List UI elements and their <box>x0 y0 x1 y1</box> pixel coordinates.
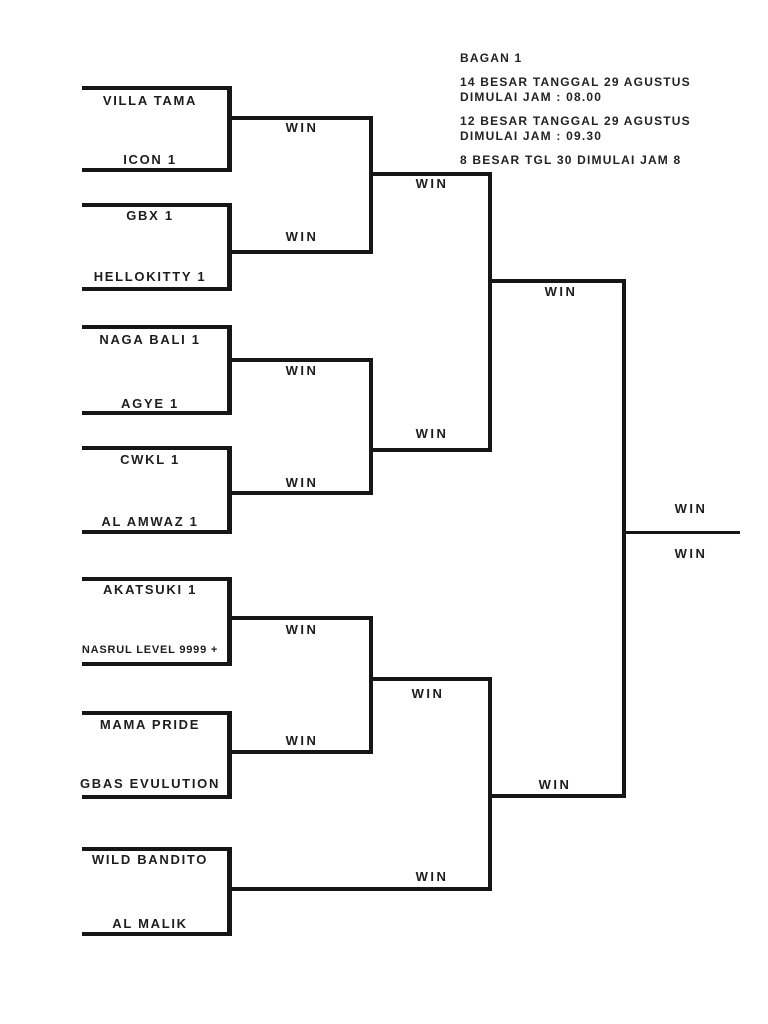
win-label: WIN <box>538 777 572 792</box>
win-label: WIN <box>415 176 449 191</box>
win-label: WIN <box>285 733 319 748</box>
final-vertical <box>622 279 626 798</box>
match4-winner-connector <box>232 491 373 495</box>
match5-bottom-line <box>82 662 230 666</box>
match1-top-line <box>82 86 230 90</box>
round2-vertical-top <box>369 116 373 254</box>
round2-vertical-middle <box>369 358 373 495</box>
team-name: ICON 1 <box>123 152 177 167</box>
win-label: WIN <box>285 363 319 378</box>
match7-right-line <box>227 847 232 936</box>
team-name: WILD BANDITO <box>91 852 209 867</box>
schedule-line: DIMULAI JAM : 09.30 <box>460 129 603 143</box>
match3-bottom-line <box>82 411 230 415</box>
schedule-round-12: 12 BESAR TANGGAL 29 AGUSTUS DIMULAI JAM … <box>460 114 691 144</box>
win-label: WIN <box>285 475 319 490</box>
round2-winner-connector-bottom <box>369 677 492 681</box>
win-label: WIN <box>285 229 319 244</box>
schedule-round-14: 14 BESAR TANGGAL 29 AGUSTUS DIMULAI JAM … <box>460 75 691 105</box>
match1-winner-connector <box>232 116 373 120</box>
win-label: WIN <box>285 622 319 637</box>
win-label: WIN <box>674 546 708 561</box>
match5-top-line <box>82 577 230 581</box>
schedule-round-8: 8 BESAR TGL 30 DIMULAI JAM 8 <box>460 153 691 168</box>
match5-winner-connector <box>232 616 373 620</box>
match3-winner-connector <box>232 358 373 362</box>
champion-line <box>622 531 740 534</box>
schedule-line: 12 BESAR TANGGAL 29 AGUSTUS <box>460 114 691 128</box>
match2-right-line <box>227 203 232 291</box>
match1-bottom-line <box>82 168 230 172</box>
match7-winner-connector <box>232 887 492 891</box>
match2-top-line <box>82 203 230 207</box>
schedule-line: DIMULAI JAM : 08.00 <box>460 90 603 104</box>
match2-winner-connector <box>232 250 373 254</box>
team-name: NASRUL LEVEL 9999 + <box>81 644 219 656</box>
win-label: WIN <box>415 426 449 441</box>
team-name: VILLA TAMA <box>102 93 198 108</box>
match4-top-line <box>82 446 230 450</box>
team-name: GBAS EVULUTION <box>79 776 221 791</box>
semifinal-winner-connector-top <box>488 279 626 283</box>
match7-bottom-line <box>82 932 230 936</box>
round2-vertical-bottom <box>369 616 373 754</box>
match2-bottom-line <box>82 287 230 291</box>
match4-bottom-line <box>82 530 230 534</box>
team-name: AKATSUKI 1 <box>102 582 198 597</box>
schedule-header: BAGAN 1 14 BESAR TANGGAL 29 AGUSTUS DIMU… <box>460 51 691 168</box>
match7-top-line <box>82 847 230 851</box>
match6-winner-connector <box>232 750 373 754</box>
page-title: BAGAN 1 <box>460 51 523 65</box>
match6-right-line <box>227 711 232 799</box>
win-label: WIN <box>411 686 445 701</box>
team-name: MAMA PRIDE <box>99 717 201 732</box>
team-name: AL AMWAZ 1 <box>101 514 199 529</box>
match6-top-line <box>82 711 230 715</box>
match3-right-line <box>227 325 232 415</box>
team-name: GBX 1 <box>126 208 174 223</box>
match1-right-line <box>227 86 232 172</box>
round2-winner-connector-middle <box>369 448 492 452</box>
team-name: HELLOKITTY 1 <box>93 269 207 284</box>
schedule-line: 8 BESAR TGL 30 DIMULAI JAM 8 <box>460 153 682 167</box>
round2-winner-connector-top <box>369 172 492 176</box>
match4-right-line <box>227 446 232 534</box>
semifinal-winner-connector-bottom <box>488 794 626 798</box>
win-label: WIN <box>544 284 578 299</box>
match6-bottom-line <box>82 795 230 799</box>
match3-top-line <box>82 325 230 329</box>
team-name: NAGA BALI 1 <box>99 332 201 347</box>
semifinal-vertical-top <box>488 172 492 452</box>
team-name: AL MALIK <box>112 916 188 931</box>
win-label: WIN <box>415 869 449 884</box>
win-label: WIN <box>285 120 319 135</box>
team-name: AGYE 1 <box>121 396 179 411</box>
match5-right-line <box>227 577 232 666</box>
semifinal-vertical-bottom <box>488 677 492 891</box>
schedule-line: 14 BESAR TANGGAL 29 AGUSTUS <box>460 75 691 89</box>
team-name: CWKL 1 <box>120 452 180 467</box>
win-label: WIN <box>674 501 708 516</box>
